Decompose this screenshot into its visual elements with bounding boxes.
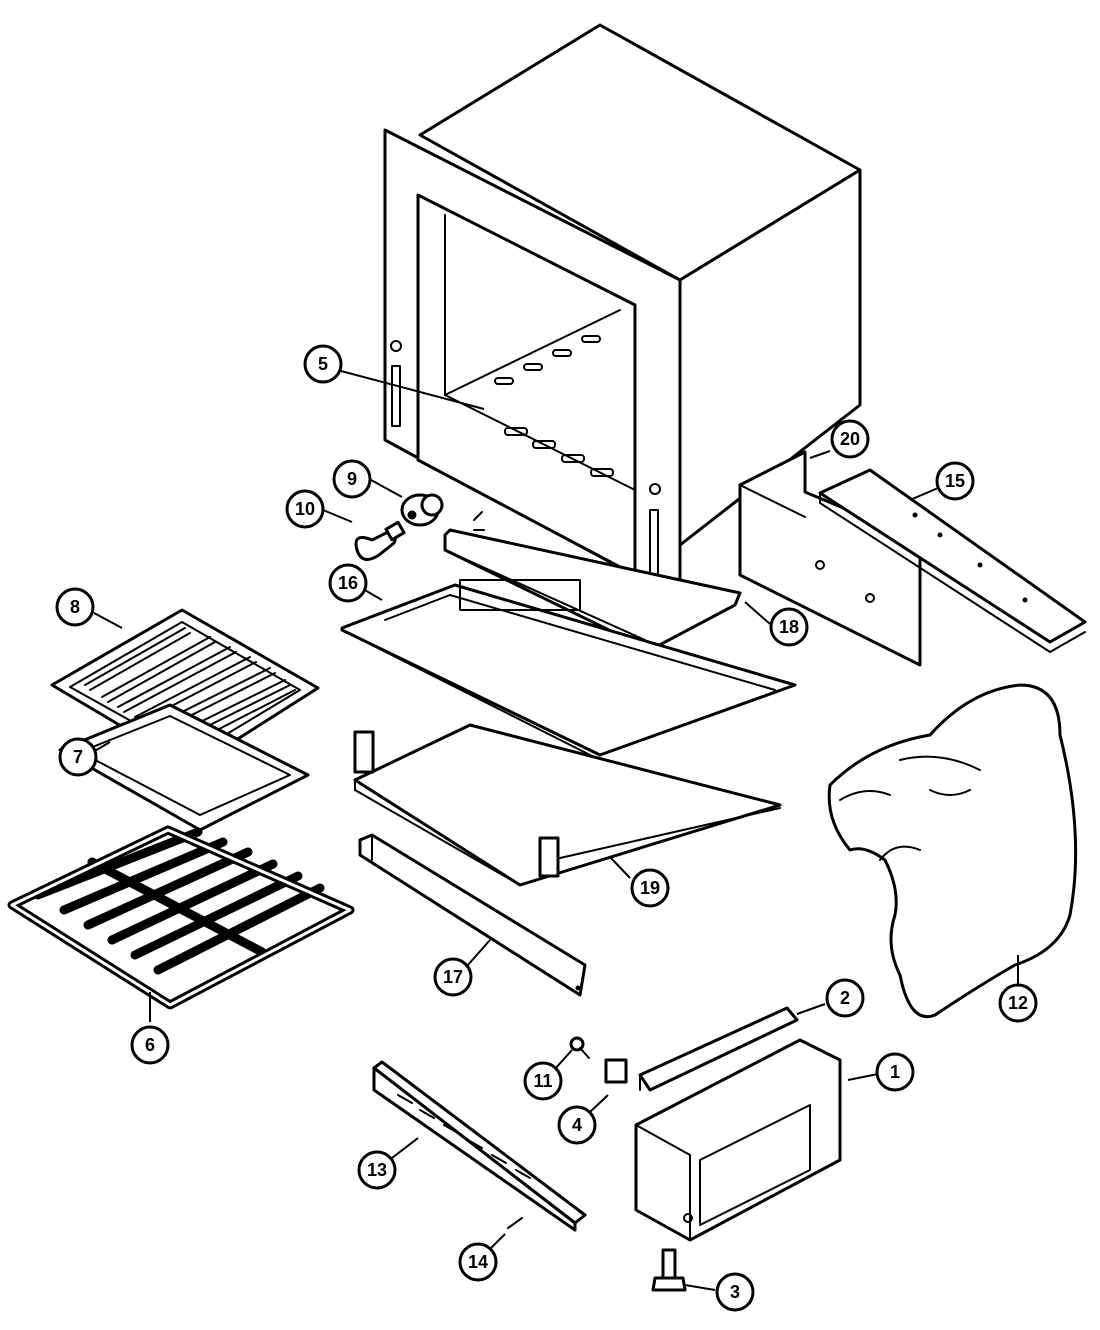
callout-15: 15 xyxy=(935,461,975,501)
svg-text:3: 3 xyxy=(730,1282,740,1302)
part-2-bracket-strip xyxy=(638,1006,799,1092)
part-11-screw xyxy=(569,1036,590,1059)
svg-text:11: 11 xyxy=(533,1071,552,1091)
callout-6: 6 xyxy=(130,1025,170,1065)
oven-cavity xyxy=(383,23,862,602)
svg-text:7: 7 xyxy=(73,747,83,767)
part-17-rail xyxy=(358,833,587,997)
callout-20: 20 xyxy=(830,419,870,459)
svg-text:9: 9 xyxy=(347,469,357,489)
callout-13: 13 xyxy=(357,1150,397,1190)
svg-text:14: 14 xyxy=(468,1252,488,1272)
callout-1: 1 xyxy=(875,1052,915,1092)
part-3-leveling-leg xyxy=(651,1248,687,1292)
part-7-broiler-pan xyxy=(58,703,310,832)
callout-11: 11 xyxy=(523,1061,563,1101)
svg-text:16: 16 xyxy=(338,573,358,593)
callout-7: 7 xyxy=(58,737,98,777)
part-12-insulation xyxy=(827,683,1078,1018)
svg-text:12: 12 xyxy=(1008,993,1028,1013)
svg-text:13: 13 xyxy=(367,1160,387,1180)
svg-text:20: 20 xyxy=(840,429,860,449)
svg-text:2: 2 xyxy=(840,988,850,1008)
callout-3: 3 xyxy=(715,1272,755,1312)
part-1-drawer-housing xyxy=(634,1038,842,1242)
svg-text:1: 1 xyxy=(890,1062,900,1082)
part-10-lamp-bulb xyxy=(354,520,406,561)
part-4-clip xyxy=(604,1058,628,1084)
part-14-screw xyxy=(507,1217,523,1229)
svg-text:15: 15 xyxy=(945,471,965,491)
part-18-trim-bracket xyxy=(443,528,742,652)
svg-text:18: 18 xyxy=(779,617,799,637)
callout-14: 14 xyxy=(458,1242,498,1282)
callout-4: 4 xyxy=(557,1105,597,1145)
part-20-side-panel xyxy=(738,450,922,667)
part-9-lamp-socket xyxy=(400,493,444,527)
part-16-oven-bottom xyxy=(340,579,797,761)
part-13-kick-panel xyxy=(372,1060,587,1232)
callout-18: 18 xyxy=(769,607,809,647)
callout-2: 2 xyxy=(825,978,865,1018)
callout-10: 10 xyxy=(285,489,325,529)
svg-text:17: 17 xyxy=(443,967,463,987)
svg-text:19: 19 xyxy=(640,878,660,898)
svg-text:10: 10 xyxy=(295,499,315,519)
cavity-vents xyxy=(494,335,614,477)
leader-lines xyxy=(92,370,1019,1291)
part-19-bottom-tray xyxy=(353,723,782,887)
svg-text:5: 5 xyxy=(318,354,328,374)
part-15-rail xyxy=(818,468,1087,653)
callout-19: 19 xyxy=(630,868,670,908)
callout-5: 5 xyxy=(303,344,343,384)
part-6-oven-rack xyxy=(7,825,355,1010)
svg-text:6: 6 xyxy=(145,1035,155,1055)
callout-16: 16 xyxy=(328,563,368,603)
svg-text:4: 4 xyxy=(572,1115,582,1135)
callout-17: 17 xyxy=(433,957,473,997)
callout-8: 8 xyxy=(55,587,95,627)
svg-text:8: 8 xyxy=(70,597,80,617)
callout-12: 12 xyxy=(998,983,1038,1023)
callout-9: 9 xyxy=(332,459,372,499)
